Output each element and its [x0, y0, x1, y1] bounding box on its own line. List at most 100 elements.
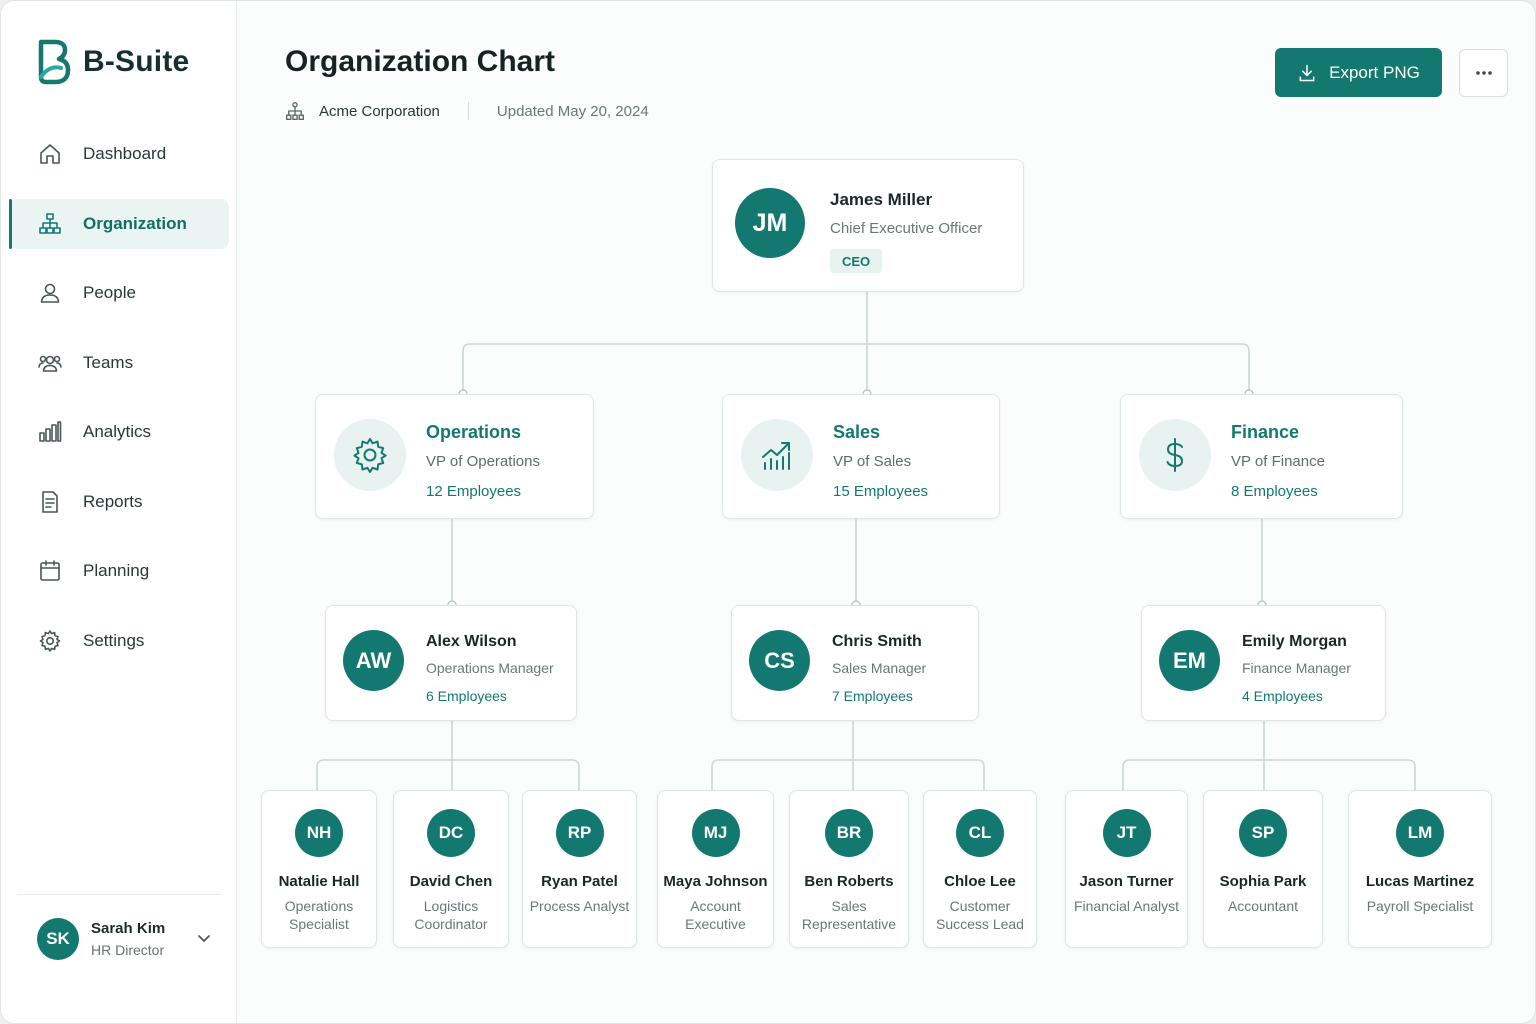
avatar: NH [295, 809, 343, 857]
home-icon [37, 141, 63, 167]
sidebar-item-label: Teams [83, 352, 134, 372]
ceo-name: James Miller [830, 190, 933, 209]
employee-card[interactable]: LM Lucas Martinez Payroll Specialist [1348, 790, 1492, 948]
dollar-icon [1139, 419, 1211, 491]
employee-role: Sales Representative [801, 898, 897, 932]
chevron-down-icon[interactable] [197, 931, 211, 945]
avatar: SK [37, 918, 79, 960]
department-name: Sales [833, 422, 881, 442]
employee-card[interactable]: SP Sophia Park Accountant [1203, 790, 1323, 948]
person-icon [37, 280, 63, 306]
company-name: Acme Corporation [319, 102, 440, 120]
download-icon [1299, 64, 1315, 81]
user-menu[interactable]: SK Sarah Kim HR Director [37, 915, 217, 963]
page-title: Organization Chart [285, 45, 556, 78]
avatar: CL [956, 809, 1004, 857]
employee-name: David Chen [409, 873, 493, 890]
employee-role: Accountant [1227, 898, 1299, 914]
manager-card-alex-wilson[interactable]: AW Alex Wilson Operations Manager 6 Empl… [325, 605, 577, 721]
manager-count: 7 Employees [832, 688, 913, 704]
ceo-card[interactable]: JM James Miller Chief Executive Officer … [712, 159, 1024, 292]
employee-role: Process Analyst [529, 898, 630, 914]
avatar: MJ [691, 809, 740, 857]
manager-role: Finance Manager [1242, 660, 1351, 676]
user-role: HR Director [91, 942, 165, 958]
manager-role: Sales Manager [832, 660, 927, 676]
avatar: AW [343, 630, 404, 691]
sidebar-item-label: Organization [83, 213, 187, 233]
gear-icon [334, 419, 406, 491]
manager-name: Chris Smith [832, 633, 922, 650]
employee-role: Payroll Specialist [1366, 898, 1474, 914]
department-role: VP of Sales [833, 453, 912, 470]
employee-role: Customer Success Lead [936, 898, 1024, 932]
employee-card[interactable]: JT Jason Turner Financial Analyst [1065, 790, 1188, 948]
department-count: 8 Employees [1231, 483, 1318, 500]
employee-card[interactable]: NH Natalie Hall Operations Specialist [261, 790, 377, 948]
sidebar-item-dashboard[interactable]: Dashboard [9, 129, 229, 179]
sidebar-item-label: Dashboard [83, 144, 167, 163]
manager-name: Alex Wilson [426, 633, 517, 650]
manager-role: Operations Manager [426, 660, 554, 676]
manager-count: 6 Employees [426, 688, 507, 704]
avatar: BR [825, 809, 873, 857]
employee-card[interactable]: MJ Maya Johnson Account Executive [657, 790, 774, 948]
org-chart-icon [286, 102, 304, 120]
employee-role: Financial Analyst [1073, 898, 1180, 914]
brand[interactable]: B-Suite [37, 39, 189, 85]
employee-role: Account Executive [685, 898, 746, 932]
sidebar-item-organization[interactable]: Organization [9, 198, 229, 249]
employee-name: Ryan Patel [541, 873, 618, 890]
calendar-icon [37, 558, 63, 584]
department-card-sales[interactable]: Sales VP of Sales 15 Employees [722, 394, 1000, 519]
ceo-role: Chief Executive Officer [830, 220, 983, 237]
employee-card[interactable]: DC David Chen Logistics Coordinator [393, 790, 509, 948]
department-name: Finance [1231, 422, 1300, 442]
brand-name: B-Suite [83, 45, 190, 78]
sidebar-item-reports[interactable]: Reports [9, 477, 229, 527]
manager-card-emily-morgan[interactable]: EM Emily Morgan Finance Manager 4 Employ… [1141, 605, 1386, 721]
avatar: RP [555, 809, 604, 857]
sidebar-item-teams[interactable]: Teams [9, 338, 229, 388]
sidebar-item-settings[interactable]: Settings [9, 616, 229, 666]
sidebar-item-people[interactable]: People [9, 268, 229, 318]
manager-card-chris-smith[interactable]: CS Chris Smith Sales Manager 7 Employees [731, 605, 979, 721]
more-options-button[interactable] [1459, 49, 1508, 97]
page-meta: Acme Corporation Updated May 20, 2024 [285, 101, 649, 121]
sidebar-item-analytics[interactable]: Analytics [9, 407, 229, 457]
export-png-button[interactable]: Export PNG [1275, 48, 1442, 97]
department-name: Operations [426, 422, 522, 442]
employee-name: Sophia Park [1219, 873, 1307, 890]
sidebar: B-Suite Dashboard Organization People Te… [1, 1, 237, 1023]
avatar: JM [735, 188, 805, 258]
meta-divider [467, 102, 469, 120]
employee-name: Ben Roberts [804, 873, 894, 890]
department-card-finance[interactable]: Finance VP of Finance 8 Employees [1120, 394, 1403, 519]
manager-name: Emily Morgan [1242, 633, 1347, 650]
avatar: EM [1159, 630, 1220, 691]
department-card-operations[interactable]: Operations VP of Operations 12 Employees [315, 394, 594, 519]
sidebar-item-planning[interactable]: Planning [9, 546, 229, 596]
bar-chart-icon [37, 419, 63, 445]
employee-card[interactable]: BR Ben Roberts Sales Representative [789, 790, 909, 948]
ceo-badge: CEO [830, 249, 883, 273]
employee-role: Operations Specialist [284, 898, 354, 932]
department-count: 12 Employees [426, 483, 522, 500]
employee-name: Maya Johnson [663, 873, 768, 890]
sidebar-item-label: People [83, 283, 136, 302]
department-role: VP of Finance [1231, 453, 1325, 470]
employee-card[interactable]: RP Ryan Patel Process Analyst [522, 790, 637, 948]
employee-name: Natalie Hall [278, 873, 360, 890]
avatar: CS [749, 630, 810, 691]
department-role: VP of Operations [426, 453, 540, 470]
gear-icon [37, 628, 63, 654]
export-png-label: Export PNG [1329, 62, 1420, 82]
sidebar-item-label: Reports [83, 491, 143, 511]
avatar: DC [427, 809, 475, 857]
employee-card[interactable]: CL Chloe Lee Customer Success Lead [923, 790, 1037, 948]
more-dots-icon [1475, 71, 1492, 75]
org-chart-icon [37, 211, 63, 237]
trend-chart-icon [741, 419, 813, 491]
user-name: Sarah Kim [91, 920, 166, 937]
